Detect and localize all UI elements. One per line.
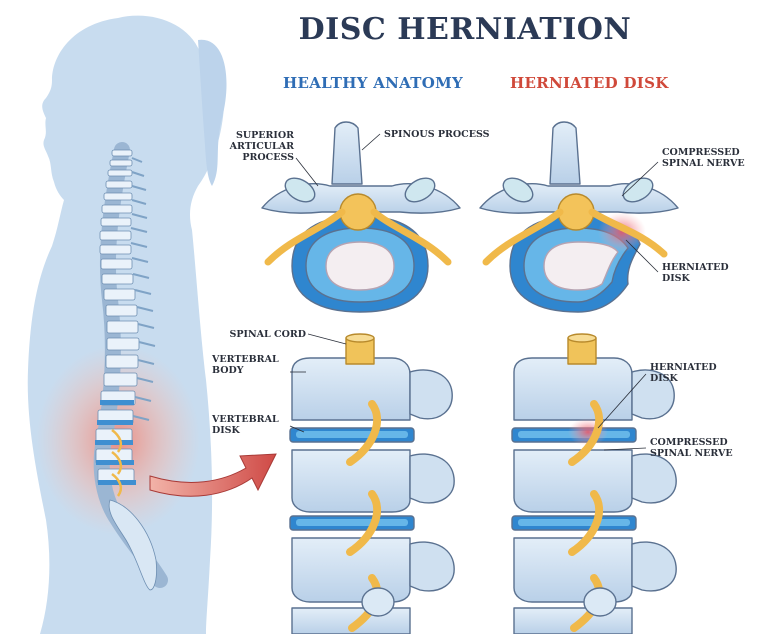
- subtitle-herniated: HERNIATED DISK: [510, 74, 669, 92]
- label-spinal-cord: SPINAL CORD: [229, 329, 306, 340]
- herniated-axial-vertebra: [479, 121, 679, 313]
- label-vertebral-body: VERTEBRAL BODY: [212, 354, 279, 376]
- pointer-arrow: [149, 453, 277, 497]
- label-leader-lines: [289, 133, 659, 451]
- subtitle-healthy: HEALTHY ANATOMY: [283, 74, 464, 92]
- label-compressed-spinal-nerve-side: COMPRESSED SPINAL NERVE: [650, 437, 733, 459]
- healthy-axial-vertebra: [261, 121, 461, 313]
- healthy-lateral-spine: [289, 333, 455, 634]
- label-vertebral-disk: VERTEBRAL DISK: [212, 414, 279, 436]
- label-superior-articular-process: SUPERIOR ARTICULAR PROCESS: [229, 130, 294, 163]
- label-spinous-process: SPINOUS PROCESS: [384, 129, 490, 140]
- label-herniated-disk-side: HERNIATED DISK: [650, 362, 717, 384]
- label-compressed-spinal-nerve-top: COMPRESSED SPINAL NERVE: [662, 147, 745, 169]
- page-title: DISC HERNIATION: [298, 12, 632, 47]
- label-herniated-disk-top: HERNIATED DISK: [662, 262, 729, 284]
- spine-column: [93, 142, 168, 591]
- herniated-lateral-spine: [511, 333, 677, 634]
